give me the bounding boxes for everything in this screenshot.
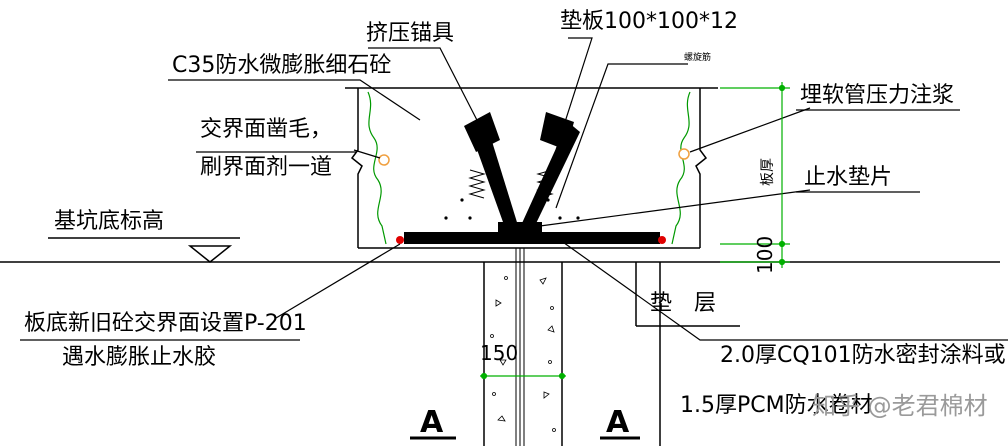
dim-150: 150 bbox=[480, 341, 518, 365]
label-grout-hose: 埋软管压力注浆 bbox=[800, 83, 954, 108]
dimensions bbox=[480, 82, 790, 380]
pour-block bbox=[345, 87, 718, 249]
section-marker-right: A bbox=[600, 405, 640, 440]
pile-aggregate bbox=[490, 276, 556, 432]
label-anchor: 挤压锚具 bbox=[366, 21, 454, 46]
section-marker-left: A bbox=[410, 405, 456, 440]
pile bbox=[483, 248, 563, 446]
grout-hose-left bbox=[378, 154, 390, 166]
label-pit-elevation: 基坑底标高 bbox=[54, 209, 164, 234]
label-interface-2: 刷界面剂一道 bbox=[200, 155, 332, 180]
label-interface-1: 交界面凿毛， bbox=[200, 117, 332, 142]
section-left-letter: A bbox=[420, 405, 444, 440]
label-spiral: 螺旋筋 bbox=[684, 51, 711, 63]
grout-hose-right bbox=[678, 148, 690, 160]
dim-slab-thickness: 板厚 bbox=[760, 158, 776, 186]
seal-dot-left bbox=[396, 236, 404, 244]
seal-dot-right bbox=[658, 236, 666, 244]
label-coating-2: 1.5厚PCM防水卷材 bbox=[680, 393, 873, 418]
elevation-marker bbox=[48, 237, 240, 263]
label-concrete: C35防水微膨胀细石砼 bbox=[172, 53, 391, 78]
dim-100: 100 bbox=[753, 236, 777, 274]
watermark: 知乎 @老君棉材 bbox=[812, 392, 988, 420]
label-underlines bbox=[20, 109, 960, 341]
section-right-letter: A bbox=[606, 405, 630, 440]
label-glue-1: 板底新旧砼交界面设置P-201 bbox=[24, 311, 307, 336]
leader-lines bbox=[168, 37, 1008, 341]
label-coating-1: 2.0厚CQ101防水密封涂料或 bbox=[720, 343, 1006, 368]
label-glue-2: 遇水膨胀止水胶 bbox=[62, 345, 216, 370]
label-plate: 垫板100*100*12 bbox=[560, 9, 738, 34]
label-bedding: 垫 层 bbox=[650, 291, 716, 316]
label-waterstop: 止水垫片 bbox=[804, 165, 892, 190]
anchor-bars bbox=[464, 112, 580, 236]
